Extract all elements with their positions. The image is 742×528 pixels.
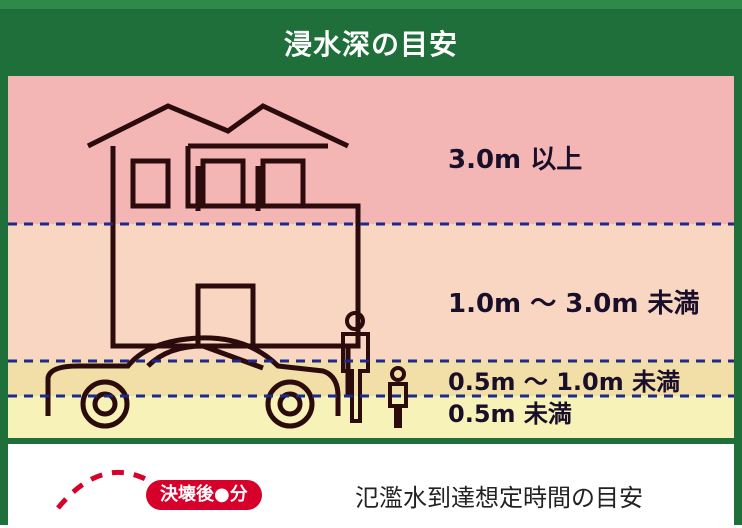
page-title: 浸水深の目安: [283, 28, 458, 61]
label-3m-plus: 3.0m 以上: [448, 145, 582, 175]
label-05m-1m: 0.5m ～ 1.0m 未満: [448, 368, 680, 396]
person-illustration: [341, 311, 408, 428]
band-1m-3m: [8, 224, 734, 361]
dashed-arrow-icon: [56, 469, 155, 510]
legend-panel: [8, 444, 734, 525]
band-3m-plus: [8, 76, 734, 224]
house-illustration: [86, 103, 361, 396]
flood-depth-diagram: 3.0m 以上 1.0m ～ 3.0m 未満 0.5m ～ 1.0m 未満 0.…: [8, 76, 734, 438]
level-lines: [8, 222, 734, 398]
legend-text: 氾濫水到達想定時間の目安: [355, 484, 643, 512]
label-under-05m: 0.5m 未満: [448, 400, 572, 428]
top-strip: [0, 0, 742, 9]
time-badge: 決壊後●分: [146, 480, 262, 510]
label-1m-3m: 1.0m ～ 3.0m 未満: [448, 289, 699, 319]
